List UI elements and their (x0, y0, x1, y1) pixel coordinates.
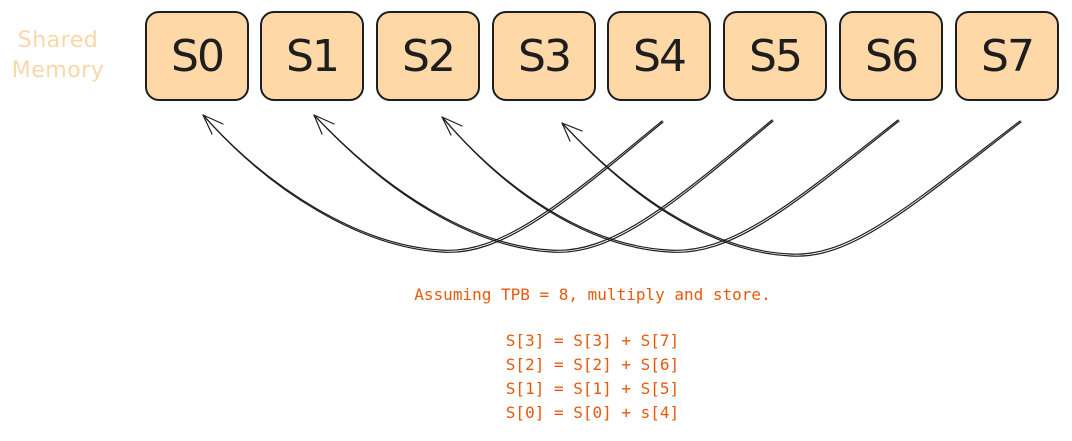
equation-line: S[0] = S[0] + s[4] (505, 403, 680, 422)
equation-line: S[3] = S[3] + S[7] (505, 331, 680, 350)
caption-block: Assuming TPB = 8, multiply and store. S[… (300, 283, 885, 425)
shared-memory-label: Shared Memory (8, 26, 108, 86)
memory-cell-s0: S0 (145, 11, 249, 101)
memory-cell-s5: S5 (723, 11, 827, 101)
memory-cell-s6: S6 (839, 11, 943, 101)
memory-cell-s1: S1 (260, 11, 364, 101)
equation-line: S[2] = S[2] + S[6] (505, 355, 680, 374)
shared-memory-label-line2: Memory (11, 58, 105, 83)
memory-cell-s4: S4 (607, 11, 711, 101)
shared-memory-cells: S0 S1 S2 S3 S4 S5 S6 S7 (0, 0, 1072, 120)
arrow-s5-to-s1 (313, 114, 774, 253)
shared-memory-label-line1: Shared (17, 28, 99, 53)
arrow-s4-to-s0 (202, 114, 664, 253)
memory-cell-s7: S7 (955, 11, 1059, 101)
equation-line: S[1] = S[1] + S[5] (505, 379, 680, 398)
arrow-s7-to-s3 (561, 120, 1022, 257)
memory-cell-s3: S3 (492, 11, 596, 101)
arrow-s6-to-s2 (441, 116, 900, 253)
caption-title: Assuming TPB = 8, multiply and store. (414, 285, 771, 304)
memory-cell-s2: S2 (376, 11, 480, 101)
